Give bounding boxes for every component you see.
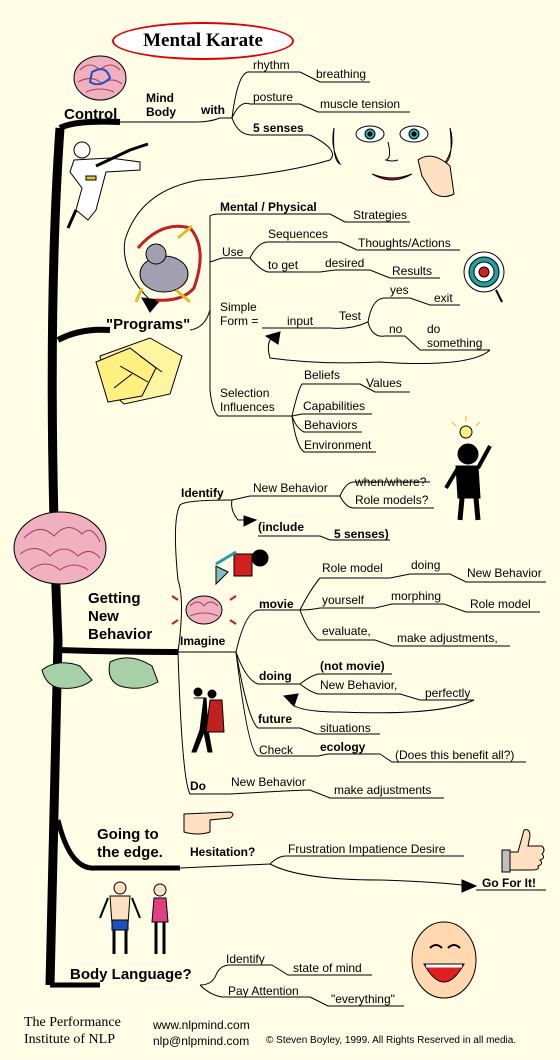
role-model-2-label: Role model (470, 597, 531, 611)
beach-couple-icon (99, 881, 169, 954)
test-label: Test (339, 309, 362, 323)
sequences-label: Sequences (268, 227, 329, 241)
laughing-face-icon (411, 921, 477, 999)
footer-email-link[interactable]: nlp@nlpmind.com (153, 1034, 250, 1048)
when-where-label: when/where? (355, 475, 427, 489)
evaluate-label: evaluate, (322, 624, 371, 638)
role-models-label: Role models? (355, 493, 429, 507)
film-projector-icon (215, 549, 269, 586)
posture-label: posture (253, 90, 294, 104)
brain-icon (73, 55, 127, 101)
state-of-mind-label: state of mind (293, 961, 362, 975)
use-label: Use (222, 245, 244, 259)
dancers-icon (191, 687, 225, 753)
make-adjustments-2-label: make adjustments (334, 783, 432, 797)
beliefs-label: Beliefs (304, 368, 341, 382)
body-identify-label: Identify (226, 952, 265, 966)
not-movie-label: (not movie) (320, 659, 385, 673)
results-label: Results (392, 264, 433, 278)
doing-small-label: doing (411, 558, 441, 572)
map-icon (95, 337, 183, 405)
make-adjustments-label: make adjustments, (397, 631, 498, 645)
new-behavior-4-label: New Behavior (231, 775, 306, 789)
breathing-label: breathing (316, 67, 367, 81)
do-something-label: do something (427, 322, 483, 350)
robot-program-icon (134, 224, 202, 304)
muscle-tension-label: muscle tension (320, 97, 401, 111)
role-model-label: Role model (322, 561, 383, 575)
karate-kick-icon (66, 141, 149, 229)
imagine-label: Imagine (180, 634, 226, 648)
exit-label: exit (434, 291, 453, 305)
rhythm-label: rhythm (253, 58, 290, 72)
strategies-label: Strategies (353, 208, 408, 222)
diagram-title: Mental Karate (112, 22, 294, 60)
perfectly-label: perfectly (425, 686, 471, 700)
new-behavior-label: New Behavior (253, 481, 328, 495)
include-label: (include (258, 520, 305, 534)
main-trunk (45, 127, 65, 986)
with-label: with (201, 103, 225, 117)
mind-body-label: Mind Body (146, 91, 176, 119)
target-icon (463, 251, 505, 303)
hesitation-label: Hesitation? (190, 845, 256, 859)
everything-label: "everything" (331, 992, 395, 1006)
movie-label: movie (259, 597, 294, 611)
thoughts-actions-label: Thoughts/Actions (358, 236, 451, 250)
hands-icon (41, 657, 159, 689)
footer-copyright: © Steven Boyley, 1999. All Rights Reserv… (266, 1035, 517, 1046)
benefit-all-label: (Does this benefit all?) (395, 748, 515, 762)
new-behavior-2-label: New Behavior (467, 566, 542, 580)
yes-label: yes (390, 283, 409, 297)
doing-label: doing (259, 669, 292, 683)
input-label: input (287, 314, 314, 328)
future-label: future (258, 712, 292, 726)
behaviors-label: Behaviors (304, 418, 358, 432)
mental-physical-label: Mental / Physical (220, 200, 317, 214)
pay-attention-label: Pay Attention (228, 984, 299, 998)
do-label: Do (190, 779, 206, 793)
morphing-label: morphing (391, 589, 442, 603)
five-senses-include-label: 5 senses) (334, 527, 389, 541)
go-for-it-label: Go For It! (482, 876, 536, 890)
footer-org: The Performance Institute of NLP (24, 1015, 121, 1047)
branch-body-language-label: Body Language? (70, 966, 192, 983)
simple-form-label: Simple Form = (220, 300, 259, 328)
capabilities-label: Capabilities (303, 399, 366, 413)
lightbulb-figure-icon (444, 416, 492, 521)
desired-label: desired (325, 256, 365, 270)
branch-programs-label: "Programs" (106, 316, 191, 333)
branch-control-label: Control (64, 106, 118, 123)
selection-influences-label: Selection Influences (220, 386, 275, 414)
to-get-label: to get (268, 258, 299, 272)
five-senses-label: 5 senses (253, 121, 304, 135)
no-label: no (389, 322, 403, 336)
face-eyes-icon (332, 125, 455, 198)
new-behavior-3-label: New Behavior, (320, 678, 398, 692)
values-label: Values (366, 376, 402, 390)
frustration-label: Frustration Impatience Desire (288, 842, 446, 856)
thumbs-up-icon (501, 829, 545, 873)
yourself-label: yourself (322, 593, 365, 607)
branch-getting-new-behavior-label: Getting New Behavior (88, 590, 153, 643)
branch-going-to-the-edge-label: Going to the edge. (97, 826, 163, 861)
identify-label: Identify (181, 486, 224, 500)
environment-label: Environment (304, 438, 372, 452)
pointing-hand-icon (183, 811, 234, 835)
brain-icon (171, 595, 237, 625)
check-label: Check (259, 743, 294, 757)
ecology-label: ecology (320, 740, 366, 754)
footer-website-link[interactable]: www.nlpmind.com (153, 1018, 250, 1032)
brain-icon (13, 511, 107, 585)
situations-label: situations (320, 721, 371, 735)
